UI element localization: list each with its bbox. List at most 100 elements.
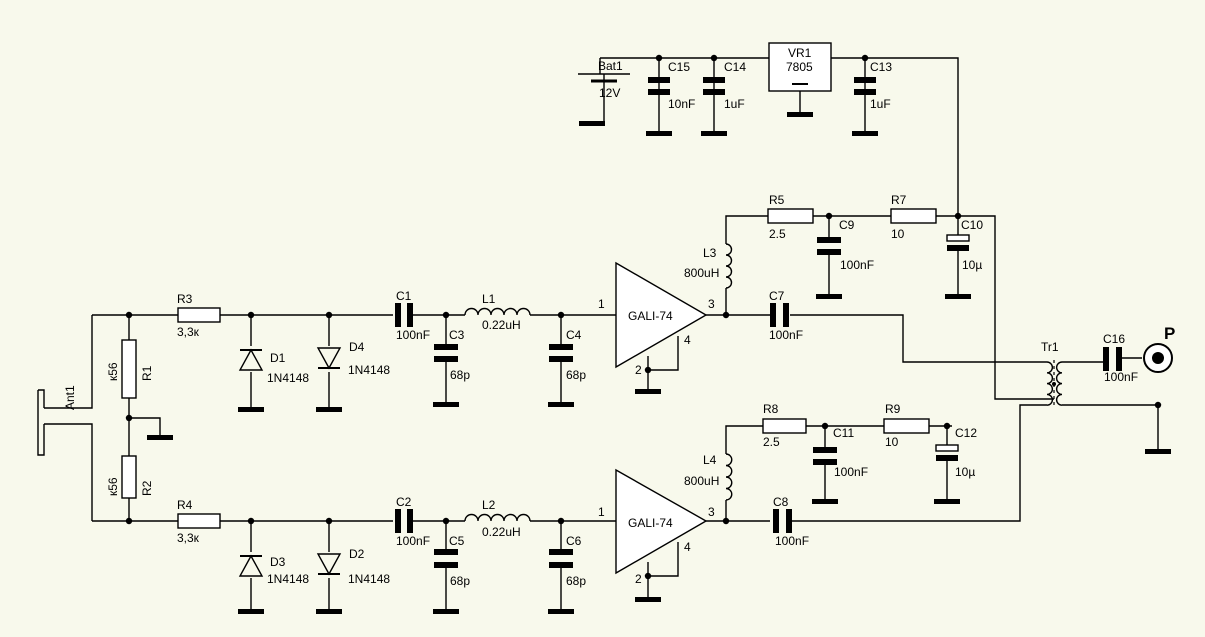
- resistor-body: [121, 455, 137, 499]
- capacitor-plate: [395, 303, 401, 327]
- amplifier-pin-gnd: 2: [635, 572, 642, 586]
- capacitor-ref: C13: [870, 60, 892, 74]
- diode-value: 1N4148: [348, 572, 390, 586]
- capacitor-c7: C7 100nF: [769, 289, 803, 342]
- ground-icon: [816, 294, 842, 299]
- diode-d3: D3 1N4148: [238, 554, 309, 586]
- capacitor-plate: [817, 237, 841, 243]
- junction: [557, 517, 565, 525]
- capacitor-ref: C8: [773, 495, 789, 509]
- inductor-coil: [464, 513, 531, 522]
- junction: [125, 517, 133, 525]
- junction: [655, 54, 663, 62]
- amplifier-top: GALI-74 1 3 4 2: [598, 261, 715, 377]
- inductor-ref: L2: [482, 498, 496, 512]
- junction: [1154, 401, 1162, 409]
- capacitor-plate: [703, 77, 725, 83]
- amplifier-triangle: [615, 468, 708, 575]
- regulator-vr1: VR1 7805: [768, 42, 832, 92]
- battery-ref: Bat1: [598, 59, 623, 73]
- resistor-value: 2.5: [763, 435, 780, 449]
- capacitor-value: 100nF: [396, 534, 430, 548]
- resistor-body: [767, 208, 814, 224]
- capacitor-value: 100nF: [1104, 370, 1138, 384]
- resistor-ref: R1: [140, 365, 154, 381]
- ground-symbols: [147, 112, 1171, 614]
- capacitor-plate: [813, 447, 837, 453]
- diode-d1: D1 1N4148: [238, 348, 309, 385]
- diode-value: 1N4148: [267, 572, 309, 586]
- capacitor-plate: [817, 249, 841, 255]
- inductor-ref: L4: [703, 453, 717, 467]
- capacitor-value: 100nF: [834, 465, 868, 479]
- capacitor-ref: C9: [839, 218, 855, 232]
- junction: [557, 311, 565, 319]
- capacitor-plate: [549, 549, 573, 555]
- inductor-coil: [725, 453, 733, 501]
- capacitor-plate: [854, 77, 876, 83]
- capacitor-value: 68p: [450, 368, 470, 382]
- amplifier-pin-in: 1: [598, 505, 605, 519]
- capacitor-plate: [770, 303, 776, 327]
- regulator-ref: VR1: [788, 46, 812, 60]
- diode-ref: D1: [270, 351, 286, 365]
- inductor-value: 800uH: [684, 266, 719, 280]
- ground-icon: [548, 609, 574, 614]
- junction: [861, 54, 869, 62]
- ground-icon: [579, 121, 605, 126]
- capacitor-value: 68p: [566, 368, 586, 382]
- capacitor-c3: C3 68p: [434, 328, 470, 382]
- inductor-ref: L3: [703, 246, 717, 260]
- junction: [722, 311, 730, 319]
- junction: [954, 212, 962, 220]
- capacitor-c10: C10 10µ: [946, 218, 983, 272]
- ground-icon: [238, 609, 264, 614]
- diode-value: 1N4148: [267, 371, 309, 385]
- capacitor-plate: [434, 562, 458, 568]
- ground-icon: [787, 112, 813, 117]
- capacitor-plate-positive: [946, 234, 970, 242]
- capacitor-c13: C14 1uF: [703, 60, 746, 111]
- regulator-value: 7805: [786, 60, 813, 74]
- ground-icon: [812, 499, 838, 504]
- capacitor-value: 1uF: [870, 97, 891, 111]
- resistor-r3: R3 3,3к: [177, 292, 221, 339]
- amplifier-pin-gnd: 2: [635, 363, 642, 377]
- capacitor-c11: C11 100nF: [813, 426, 868, 479]
- capacitor-plate: [648, 89, 670, 95]
- capacitor-value: 100nF: [396, 328, 430, 342]
- diode-ref: D2: [349, 547, 365, 561]
- capacitor-plate: [407, 509, 413, 533]
- amplifier-pin-out: 3: [708, 297, 715, 311]
- capacitor-value: 100nF: [775, 534, 809, 548]
- resistor-ref: R7: [891, 193, 907, 207]
- capacitor-plate: [549, 562, 573, 568]
- resistor-r4: R4 3,3к: [177, 498, 221, 545]
- ground-icon: [646, 131, 672, 136]
- junction: [125, 414, 133, 422]
- transformer-secondary: [1055, 361, 1063, 406]
- capacitor-c16: C16 100nF: [1103, 332, 1138, 384]
- resistor-value: 3,3к: [177, 325, 200, 339]
- amplifier-value: GALI-74: [628, 516, 673, 530]
- resistor-ref: R2: [140, 480, 154, 496]
- junction: [442, 311, 450, 319]
- resistor-r1: R1 к56: [106, 339, 154, 399]
- transformer-primary: [1046, 361, 1054, 406]
- inductor-ref: L1: [482, 292, 496, 306]
- ground-icon: [701, 131, 727, 136]
- capacitor-plate: [1103, 347, 1109, 371]
- capacitor-plate: [648, 77, 670, 83]
- resistor-r9: R9 10: [883, 402, 930, 449]
- resistor-r2: R2 к56: [106, 455, 154, 499]
- capacitor-plate: [786, 509, 792, 533]
- capacitor-plate: [783, 303, 789, 327]
- ground-icon: [635, 389, 661, 394]
- capacitor-plate: [936, 455, 958, 461]
- capacitor-ref: C7: [769, 289, 785, 303]
- capacitor-value: 1uF: [724, 97, 745, 111]
- resistor-r7: R7 10: [890, 193, 937, 241]
- capacitor-value: 68p: [566, 574, 586, 588]
- capacitor-plate: [395, 509, 401, 533]
- capacitor-plate: [549, 344, 573, 350]
